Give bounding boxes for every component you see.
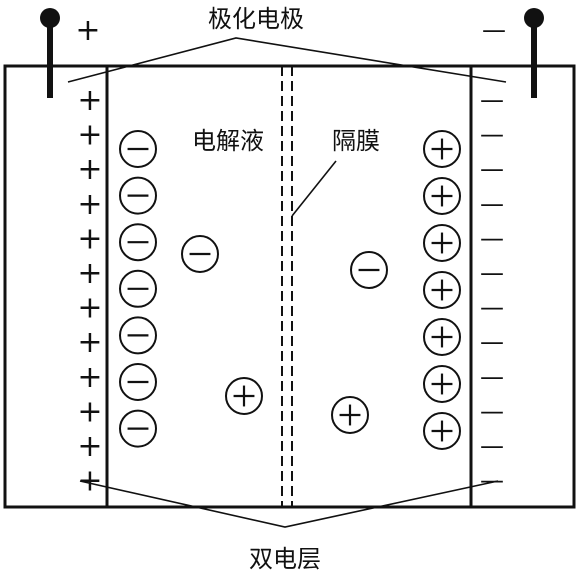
electrode-negative-charge: — <box>480 328 504 356</box>
double-layer-label: 双电层 <box>249 545 321 573</box>
free-negative-ion <box>181 235 219 273</box>
right-electrode-charges: — — — — — — — — — — — — <box>480 86 504 495</box>
electrode-positive-charge: + <box>77 360 102 395</box>
negative-ion <box>119 269 157 308</box>
negative-ion <box>119 176 157 215</box>
electrode-negative-charge: — <box>480 190 504 218</box>
left-terminal <box>40 8 60 98</box>
electrode-positive-charge: + <box>77 394 102 429</box>
electrode-positive-charge: + <box>77 221 102 256</box>
electrode-negative-charge: — <box>480 467 504 495</box>
electrode-positive-charge: + <box>77 464 102 499</box>
left-double-layer-ions <box>119 130 157 448</box>
free-positive-ion <box>225 377 263 415</box>
polarized-electrode-label: 极化电极 <box>208 5 304 33</box>
positive-ion <box>423 177 461 215</box>
electrode-negative-charge: — <box>480 363 504 391</box>
electrode-positive-charge: + <box>77 152 102 187</box>
polarized-electrode-leader <box>67 37 507 83</box>
negative-ion <box>119 363 157 401</box>
free-ions <box>181 235 388 434</box>
electrode-positive-charge: + <box>77 187 102 222</box>
positive-ion <box>423 318 461 356</box>
electrode-negative-charge: — <box>480 155 504 183</box>
electrode-negative-charge: — <box>480 397 504 425</box>
electrode-positive-charge: + <box>77 83 102 118</box>
electrode-negative-charge: — <box>480 224 504 252</box>
double-layer-leader <box>79 480 499 528</box>
free-positive-ion <box>331 396 369 434</box>
electrode-negative-charge: — <box>480 259 504 287</box>
right-terminal <box>524 8 544 98</box>
electrode-positive-charge: + <box>77 291 102 326</box>
negative-ion <box>119 223 157 262</box>
electrode-negative-charge: — <box>480 432 504 460</box>
positive-ion <box>423 130 461 168</box>
cell-container <box>3 64 576 509</box>
separator-leader <box>291 160 337 217</box>
terminal-positive-sign: + <box>75 13 100 48</box>
positive-ion <box>423 365 461 403</box>
negative-ion <box>119 316 157 355</box>
negative-ion <box>119 409 157 448</box>
negative-ion <box>119 130 157 168</box>
electrode-negative-charge: — <box>480 86 504 114</box>
right-double-layer-ions <box>423 130 461 450</box>
left-electrode-charges: ++++++++++++ <box>77 83 102 499</box>
positive-ion <box>423 224 461 262</box>
separator-label: 隔膜 <box>332 127 380 155</box>
electrode-negative-charge: — <box>480 294 504 322</box>
electrode-positive-charge: + <box>77 429 102 464</box>
free-negative-ion <box>350 251 388 289</box>
electrode-negative-charge: — <box>480 121 504 149</box>
terminal-negative-sign: — <box>482 16 506 44</box>
electrode-positive-charge: + <box>77 256 102 291</box>
electrode-positive-charge: + <box>77 118 102 153</box>
positive-ion <box>423 412 461 450</box>
positive-ion <box>423 271 461 309</box>
electrolyte-label: 电解液 <box>192 127 264 155</box>
electrode-positive-charge: + <box>77 325 102 360</box>
